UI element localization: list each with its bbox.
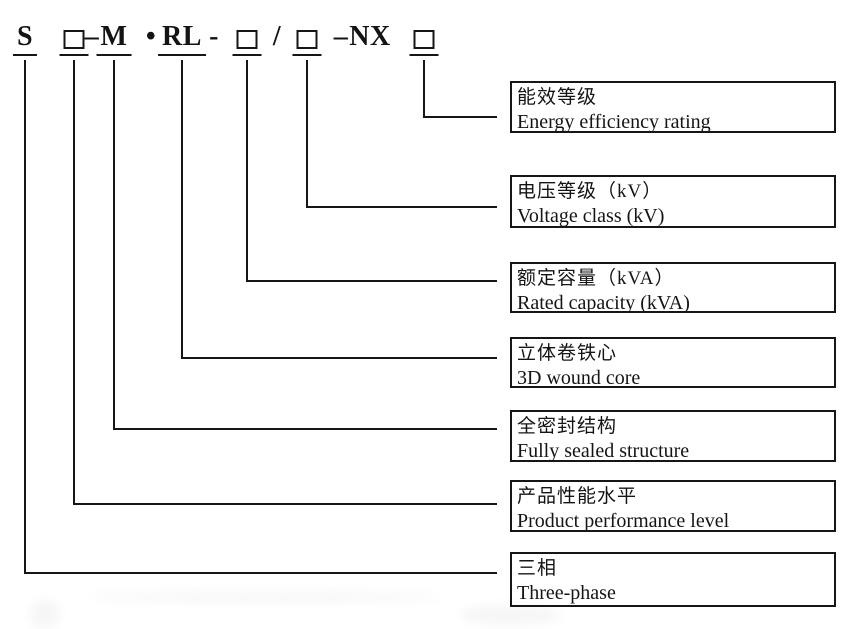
label-zh: 能效等级 bbox=[517, 87, 598, 108]
code-letter-M: M bbox=[96, 14, 132, 56]
legend-box-energy-efficiency: 能效等级 Energy efficiency rating bbox=[510, 81, 836, 133]
connector-3d-wound-core bbox=[181, 60, 497, 359]
label-en: Energy efficiency rating bbox=[517, 111, 711, 133]
placeholder-box-icon bbox=[63, 30, 85, 49]
scan-smudge bbox=[460, 605, 560, 625]
code-dash-2: – bbox=[333, 21, 349, 52]
label-zh: 立体卷铁心 bbox=[517, 343, 618, 364]
legend-box-performance-level: 产品性能水平 Product performance level bbox=[510, 480, 836, 532]
label-en: Fully sealed structure bbox=[517, 440, 690, 462]
label-zh: 电压等级（kV） bbox=[517, 181, 663, 202]
label-en: 3D wound core bbox=[517, 367, 641, 388]
placeholder-box-icon bbox=[296, 30, 318, 49]
connector-fully-sealed bbox=[113, 60, 497, 430]
placeholder-box-icon bbox=[236, 30, 258, 49]
code-bullet: • bbox=[145, 21, 157, 52]
code-letters-NX: NX bbox=[349, 21, 391, 52]
legend-box-3d-wound-core: 立体卷铁心 3D wound core bbox=[510, 337, 836, 388]
label-en: Voltage class (kV) bbox=[517, 205, 665, 227]
label-zh: 额定容量（kVA） bbox=[517, 268, 675, 289]
label-zh: 产品性能水平 bbox=[517, 486, 638, 507]
label-en: Three-phase bbox=[517, 582, 616, 604]
code-placeholder-box-3 bbox=[292, 14, 322, 56]
scan-smudge bbox=[30, 600, 60, 628]
code-placeholder-box-1 bbox=[59, 14, 89, 56]
code-letter-S: S bbox=[12, 14, 38, 56]
connector-three-phase bbox=[24, 60, 497, 574]
code-placeholder-box-2 bbox=[232, 14, 262, 56]
connector-rated-capacity bbox=[246, 60, 497, 282]
placeholder-box-icon bbox=[413, 30, 435, 49]
code-placeholder-box-4 bbox=[409, 14, 439, 56]
code-hyphen: - bbox=[209, 21, 219, 52]
code-dash-1: – bbox=[84, 21, 100, 52]
code-letters-RL: RL bbox=[158, 14, 206, 56]
model-code: S – M • RL - / – NX bbox=[0, 0, 850, 60]
connector-voltage-class bbox=[306, 60, 497, 208]
label-en: Rated capacity (kVA) bbox=[517, 292, 690, 313]
connector-performance-level bbox=[73, 60, 497, 505]
connector-energy-efficiency bbox=[423, 60, 497, 118]
label-zh: 三相 bbox=[517, 558, 558, 579]
legend-box-voltage-class: 电压等级（kV） Voltage class (kV) bbox=[510, 175, 836, 228]
label-zh: 全密封结构 bbox=[517, 416, 618, 437]
label-en: Product performance level bbox=[517, 510, 730, 532]
legend-box-fully-sealed: 全密封结构 Fully sealed structure bbox=[510, 410, 836, 462]
code-slash: / bbox=[272, 21, 282, 52]
legend-box-rated-capacity: 额定容量（kVA） Rated capacity (kVA) bbox=[510, 262, 836, 313]
legend-box-three-phase: 三相 Three-phase bbox=[510, 552, 836, 607]
scan-smudge bbox=[90, 592, 440, 602]
